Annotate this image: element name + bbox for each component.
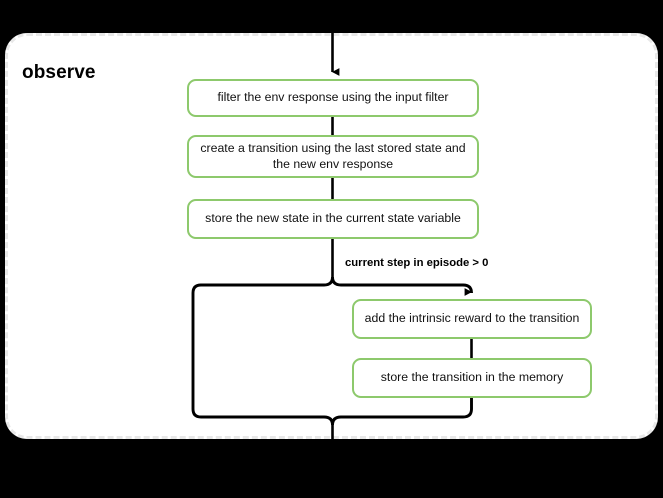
node-add-intrinsic-reward[interactable]: add the intrinsic reward to the transiti…: [352, 299, 592, 339]
node-label: create a transition using the last store…: [200, 140, 466, 171]
node-label: store the transition in the memory: [380, 370, 564, 385]
node-store-transition-memory[interactable]: store the transition in the memory: [352, 358, 592, 398]
edge-label-current-step-condition: current step in episode > 0: [345, 257, 489, 269]
scope-title: observe: [22, 62, 96, 83]
node-label: filter the env response using the input …: [217, 90, 449, 105]
node-store-new-state[interactable]: store the new state in the current state…: [187, 199, 479, 239]
node-filter-env-response[interactable]: filter the env response using the input …: [187, 79, 479, 117]
node-label: store the new state in the current state…: [205, 211, 461, 226]
node-create-transition[interactable]: create a transition using the last store…: [187, 135, 479, 178]
node-label: add the intrinsic reward to the transiti…: [364, 311, 580, 326]
